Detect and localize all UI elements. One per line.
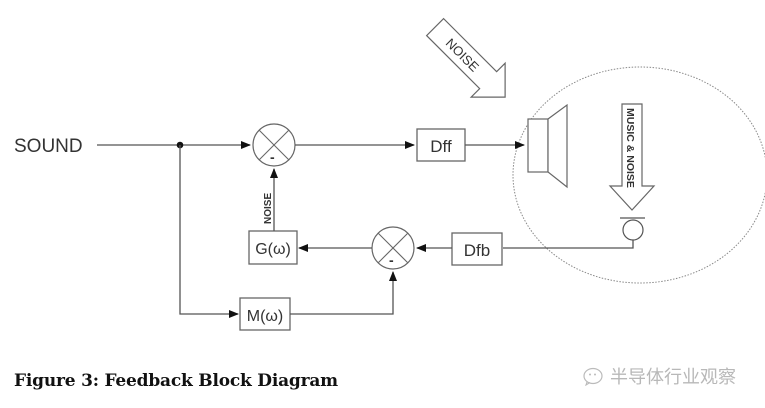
microphone-icon — [620, 217, 645, 241]
wechat-icon — [583, 367, 603, 386]
speaker-icon — [527, 103, 568, 189]
sound-input-label: SOUND — [14, 136, 83, 157]
top-summing-junction: - — [252, 123, 296, 167]
feedback-block-diagram: SOUND - Dff NOISE MUSIC & NOISE — [14, 17, 765, 331]
mic-to-dfb-line — [503, 240, 634, 249]
figure-caption: Figure 3: Feedback Block Diagram — [14, 371, 338, 391]
g-omega-label: G(ω) — [255, 241, 291, 258]
bottom-junction-sign: - — [389, 252, 394, 268]
music-and-noise-arrow: MUSIC & NOISE — [608, 103, 656, 211]
dff-label: Dff — [430, 137, 452, 156]
m-omega-block: M(ω) — [239, 297, 291, 331]
bottom-summing-junction: - — [371, 226, 415, 270]
watermark: 半导体行业观察 — [582, 364, 736, 388]
m-to-junction-line — [290, 271, 397, 315]
external-noise-arrow: NOISE — [425, 17, 506, 98]
m-omega-label: M(ω) — [247, 308, 283, 325]
music-and-noise-label: MUSIC & NOISE — [624, 108, 636, 188]
branch-line-to-m — [179, 145, 239, 318]
feedback-noise-label: NOISE — [263, 193, 274, 224]
dff-block: Dff — [416, 128, 466, 162]
watermark-text: 半导体行业观察 — [610, 367, 736, 388]
dfb-block: Dfb — [451, 232, 503, 266]
g-omega-block: G(ω) — [248, 230, 298, 265]
top-junction-sign: - — [270, 149, 275, 165]
ear-zone-ellipse — [512, 66, 765, 284]
dfb-label: Dfb — [464, 241, 490, 260]
